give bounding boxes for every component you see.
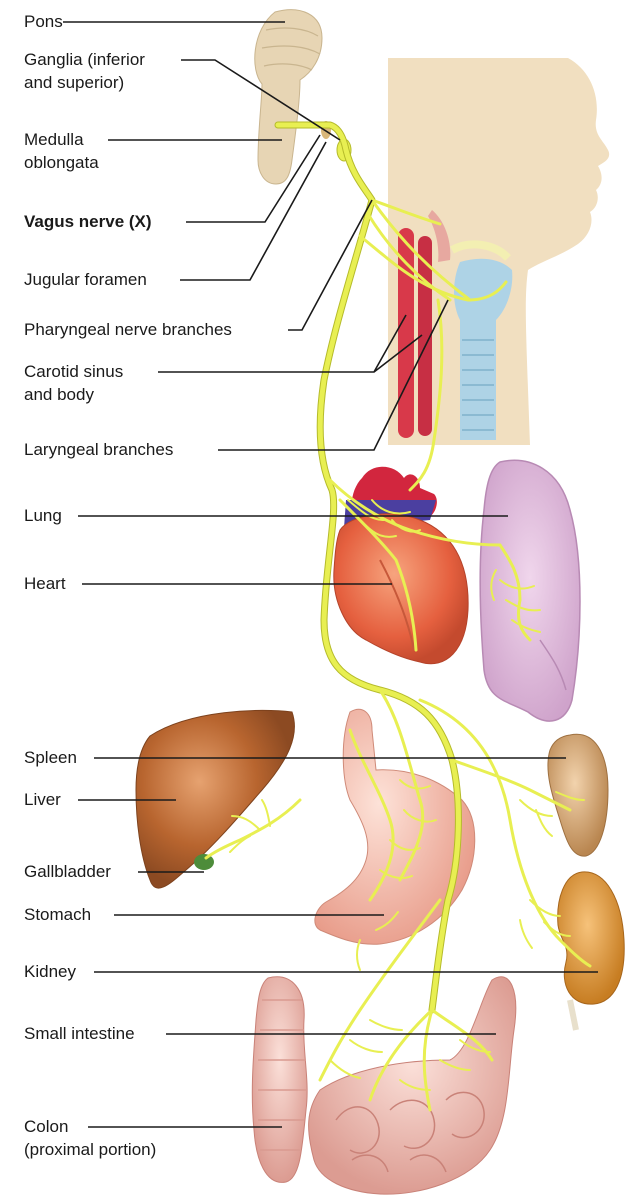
leader-vagus [186, 135, 320, 222]
label-pharyngeal-branches: Pharyngeal nerve branches [24, 318, 232, 341]
label-colon: Colon (proximal portion) [24, 1115, 156, 1161]
label-ganglia: Ganglia (inferior and superior) [24, 48, 145, 94]
label-ganglia-line2: and superior) [24, 71, 145, 94]
label-carotid-line1: Carotid sinus [24, 360, 123, 383]
intestines [252, 977, 515, 1194]
label-pons: Pons [24, 10, 63, 33]
brainstem [255, 10, 351, 184]
label-stomach: Stomach [24, 903, 91, 926]
label-medulla: Medulla oblongata [24, 128, 99, 174]
label-carotid-line2: and body [24, 383, 123, 406]
label-colon-line2: (proximal portion) [24, 1138, 156, 1161]
label-kidney: Kidney [24, 960, 76, 983]
lung [480, 460, 580, 721]
spleen [548, 734, 608, 856]
leader-jugular [180, 142, 326, 280]
label-lung: Lung [24, 504, 62, 527]
stomach [315, 709, 475, 944]
label-carotid: Carotid sinus and body [24, 360, 123, 406]
label-medulla-line2: oblongata [24, 151, 99, 174]
label-ganglia-line1: Ganglia (inferior [24, 48, 145, 71]
label-small-intestine: Small intestine [24, 1022, 135, 1045]
kidney [558, 872, 625, 1030]
heart [334, 467, 468, 664]
label-gallbladder: Gallbladder [24, 860, 111, 883]
leader-pharyngeal [288, 200, 372, 330]
label-jugular-foramen: Jugular foramen [24, 268, 147, 291]
label-medulla-line1: Medulla [24, 128, 99, 151]
label-colon-line1: Colon [24, 1115, 156, 1138]
label-liver: Liver [24, 788, 61, 811]
label-heart: Heart [24, 572, 66, 595]
label-vagus-nerve: Vagus nerve (X) [24, 210, 152, 233]
label-spleen: Spleen [24, 746, 77, 769]
label-laryngeal-branches: Laryngeal branches [24, 438, 173, 461]
